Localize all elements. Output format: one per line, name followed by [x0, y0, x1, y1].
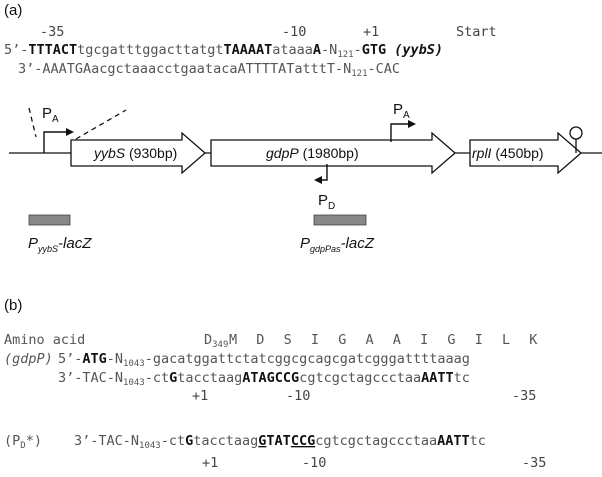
- fusion-gdpPas-lacZ: PgdpPas-lacZ: [300, 214, 375, 254]
- amino-acid-letter: A: [393, 332, 401, 348]
- position-minus35-label: -35: [40, 24, 64, 40]
- promoter-PD-antisense: P D: [314, 164, 335, 212]
- svg-text:P: P: [318, 192, 328, 209]
- start-codon-label: Start: [456, 24, 497, 40]
- svg-text:P: P: [42, 105, 52, 122]
- PD-minus10-box: ATAGCCG: [242, 370, 299, 386]
- yybS-promoter-top-strand: 5’-TTTACTtgcgatttggacttatgtTAAAATataaaA-…: [4, 42, 443, 60]
- amino-acid-letter: D: [256, 332, 264, 348]
- start-codon: GTG: [362, 42, 386, 58]
- mutated-base-2: CCG: [291, 433, 315, 449]
- svg-text:A: A: [403, 110, 410, 121]
- svg-text:A: A: [52, 114, 59, 125]
- PD-mutant-label: (PD*): [4, 433, 42, 451]
- gdpP-gene-label: (gdpP): [4, 351, 53, 367]
- svg-text:PgdpPas-lacZ: PgdpPas-lacZ: [300, 235, 375, 254]
- svg-text:D: D: [328, 201, 335, 212]
- mutant-minus10-label: -10: [302, 455, 326, 471]
- gene-gdpP-label: gdpP (1980bp): [266, 145, 359, 161]
- PD-plus1-label: +1: [192, 388, 208, 404]
- amino-acid-letter: I: [311, 332, 319, 348]
- amino-acid-letter: I: [420, 332, 428, 348]
- amino-acid-letter: G: [338, 332, 346, 348]
- amino-acid-letter: M: [229, 332, 237, 348]
- position-minus10-label: -10: [282, 24, 306, 40]
- gene-rplI-arrow: rplI (450bp): [469, 131, 582, 175]
- amino-acid-letter: S: [284, 332, 292, 348]
- atg-codon: ATG: [82, 351, 106, 367]
- minus10-box: TAAAAT: [223, 42, 272, 58]
- gene-rplI-label: rplI (450bp): [472, 145, 544, 161]
- fusion-yybS-lacZ: PyybS-lacZ: [28, 214, 92, 254]
- gene-yybS-arrow: yybS (930bp): [70, 131, 206, 175]
- amino-acid-letter: G: [447, 332, 455, 348]
- PD-minus35-label: -35: [512, 388, 536, 404]
- gdpP-bottom-strand: 3’-TAC-N1043-ctGtacctaagATAGCCGcgtcgctag…: [58, 370, 470, 388]
- transcription-start-site: A: [313, 42, 321, 58]
- PD-mutant-bottom-strand: 3’-TAC-N1043-ctGtacctaagGTATCCGcgtcgctag…: [74, 433, 486, 451]
- svg-text:PyybS-lacZ: PyybS-lacZ: [28, 235, 92, 254]
- gene-yybS-label: yybS (930bp): [93, 145, 177, 161]
- gdpP-top-strand: 5’-ATG-N1043-gacatggattctatcggcgcagcgatc…: [58, 351, 470, 369]
- gene-gdpP-arrow: gdpP (1980bp): [210, 131, 456, 175]
- panel-b-label: (b): [4, 297, 22, 314]
- mutant-plus1-label: +1: [202, 455, 218, 471]
- PD-tss: G: [169, 370, 177, 386]
- terminator-icon: [569, 126, 583, 153]
- yybS-promoter-bottom-strand: 3’-AAATGAacgctaaacctgaatacaATTTTATatttT-…: [18, 61, 400, 79]
- amino-acid-header: Amino acid: [4, 332, 85, 348]
- panel-a-label: (a): [4, 2, 22, 19]
- yybS-gene-tag: (yybS): [394, 42, 443, 58]
- amino-acid-letter: K: [529, 332, 538, 348]
- PD-minus10-label: -10: [286, 388, 310, 404]
- mutant-minus35-label: -35: [522, 455, 546, 471]
- zoom-line-left: [28, 107, 37, 138]
- amino-acid-letter: L: [502, 332, 510, 348]
- mutated-base-1: G: [258, 433, 266, 449]
- promoter-PA-yybS: P A: [42, 105, 74, 153]
- position-plus1-label: +1: [363, 24, 379, 40]
- zoom-line-right: [75, 109, 127, 140]
- PD-minus35-box: AATT: [421, 370, 454, 386]
- minus35-box: TTTACT: [28, 42, 77, 58]
- svg-text:P: P: [393, 101, 403, 118]
- amino-acid-letter: I: [475, 332, 483, 348]
- promoter-PA-rplI: P A: [390, 101, 416, 142]
- amino-acid-letter: A: [366, 332, 374, 348]
- amino-acid-first: D349: [204, 332, 228, 350]
